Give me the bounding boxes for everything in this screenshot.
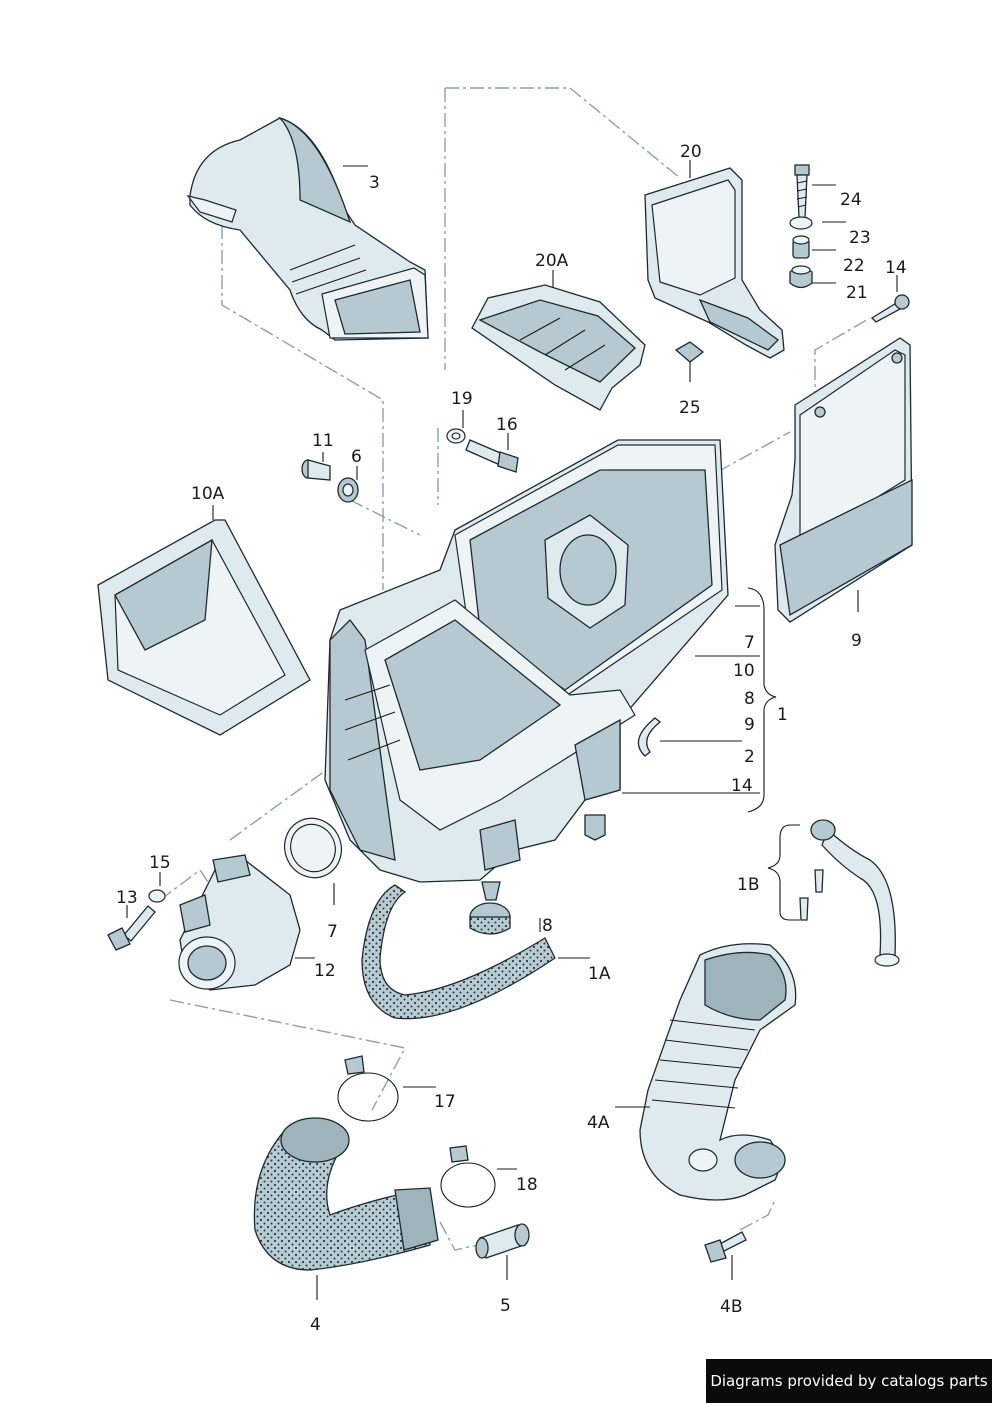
label-4B: 4B — [720, 1297, 742, 1317]
label-6: 6 — [351, 447, 362, 467]
spacer-22 — [792, 235, 810, 259]
scoop-10A — [97, 519, 311, 736]
hose-4A — [639, 943, 797, 1201]
washer-19 — [446, 428, 466, 444]
label-8-housing: 8 — [744, 689, 755, 709]
vent-pipe-1B — [810, 819, 900, 967]
screw-24 — [794, 164, 810, 219]
cover-20A — [471, 284, 646, 411]
hose-4 — [253, 1117, 439, 1271]
drain-hose-1A — [361, 884, 556, 1020]
screw-14-top — [870, 294, 910, 323]
label-20: 20 — [680, 142, 702, 162]
label-12: 12 — [314, 961, 336, 981]
label-13: 13 — [116, 888, 138, 908]
label-3: 3 — [369, 173, 380, 193]
air-mass-meter-12 — [178, 854, 301, 991]
label-5: 5 — [500, 1296, 511, 1316]
label-1A: 1A — [588, 964, 611, 984]
clamp-17 — [337, 1055, 399, 1122]
clamp-18 — [440, 1145, 496, 1208]
label-7-gasket: 7 — [327, 922, 338, 942]
label-7-housing: 7 — [744, 633, 755, 653]
label-9-shield: 9 — [851, 631, 862, 651]
label-2: 2 — [744, 747, 755, 767]
label-9-housing: 9 — [744, 715, 755, 735]
label-10A: 10A — [191, 484, 225, 504]
label-14-housing: 14 — [731, 776, 753, 796]
label-10: 10 — [733, 661, 755, 681]
part-labels: 3 20 24 23 22 21 14 20A 25 19 16 11 6 10… — [116, 142, 907, 1335]
watermark-banner: Diagrams provided by catalogs parts — [706, 1359, 992, 1403]
label-1B: 1B — [737, 875, 759, 895]
label-16: 16 — [496, 415, 518, 435]
label-15: 15 — [149, 853, 171, 873]
clip-25 — [674, 341, 705, 363]
label-4A: 4A — [587, 1113, 610, 1133]
label-25: 25 — [679, 398, 701, 418]
bolt-4B — [704, 1231, 747, 1263]
grommet-8-bottom — [469, 881, 511, 935]
grommet-21 — [789, 265, 813, 289]
label-4: 4 — [310, 1315, 321, 1335]
fitting-5 — [475, 1223, 530, 1259]
intake-duct-3 — [186, 116, 429, 341]
rivet-11 — [301, 459, 331, 481]
foot-8-right — [584, 814, 606, 841]
label-19: 19 — [451, 389, 473, 409]
label-21: 21 — [846, 283, 868, 303]
screws-1B — [799, 869, 824, 921]
cover-20 — [644, 167, 785, 359]
label-20A: 20A — [535, 251, 569, 271]
label-17: 17 — [434, 1092, 456, 1112]
label-1: 1 — [777, 705, 788, 725]
washer-23 — [789, 216, 813, 230]
label-8-bottom: 8 — [542, 916, 553, 936]
clip-2 — [637, 717, 662, 757]
label-24: 24 — [840, 190, 862, 210]
heat-shield-9 — [774, 337, 913, 623]
grommet-6 — [337, 477, 359, 503]
bolt-16 — [465, 439, 519, 473]
leader-lines — [126, 160, 898, 1300]
label-23: 23 — [849, 228, 871, 248]
gasket-7 — [284, 817, 342, 879]
washer-15 — [148, 889, 166, 903]
air-filter-housing-1 — [324, 439, 729, 883]
label-14-top: 14 — [885, 258, 907, 278]
label-18: 18 — [516, 1175, 538, 1195]
bolt-13 — [107, 905, 156, 951]
label-11: 11 — [312, 431, 334, 451]
label-22: 22 — [843, 256, 865, 276]
